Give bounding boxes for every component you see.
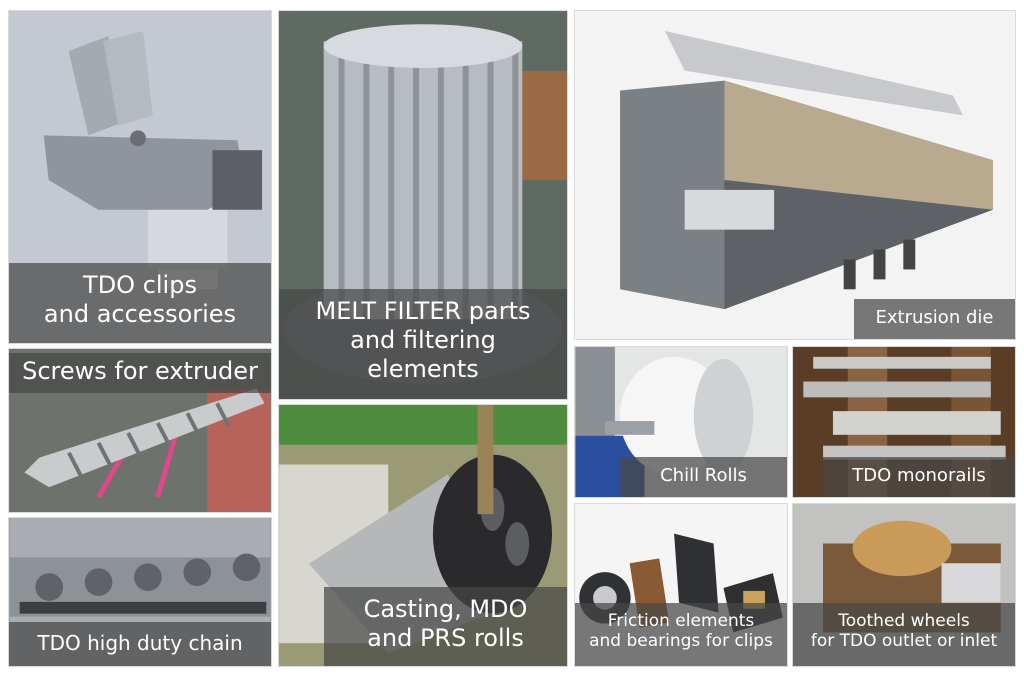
melt-filter-line1: MELT FILTER parts (315, 297, 531, 325)
extrusion-die-image (575, 11, 1015, 339)
screws-label: Screws for extruder (22, 357, 258, 385)
friction-caption: Friction elements and bearings for clips (575, 603, 787, 666)
melt-filter-line3: elements (367, 354, 479, 383)
tile-chill-rolls[interactable]: Chill Rolls (574, 346, 788, 498)
tile-extrusion-die[interactable]: Extrusion die (574, 10, 1016, 340)
chill-rolls-label: Chill Rolls (660, 465, 747, 486)
tile-tdo-clips[interactable]: TDO clips and accessories (8, 10, 272, 344)
screws-caption: Screws for extruder (9, 353, 271, 393)
tdo-clips-line2: and accessories (43, 299, 237, 328)
tile-toothed-wheels[interactable]: Toothed wheels for TDO outlet or inlet (792, 503, 1016, 667)
tdo-clip-image (9, 11, 271, 343)
tdo-clips-caption: TDO clips and accessories (9, 263, 271, 343)
tdo-clips-line1: TDO clips (83, 271, 197, 299)
tdo-chain-label: TDO high duty chain (37, 631, 243, 655)
casting-rolls-line1: Casting, MDO (363, 595, 528, 623)
tile-friction[interactable]: Friction elements and bearings for clips (574, 503, 788, 667)
extrusion-die-label: Extrusion die (875, 307, 994, 328)
casting-rolls-caption: Casting, MDO and PRS rolls (324, 587, 567, 666)
tile-screws[interactable]: Screws for extruder (8, 348, 272, 513)
friction-line1: Friction elements (607, 611, 755, 631)
toothed-wheels-line2: for TDO outlet or inlet (810, 631, 998, 652)
toothed-wheels-line1: Toothed wheels (838, 611, 970, 631)
friction-line2: and bearings for clips (589, 631, 773, 652)
tile-casting-rolls[interactable]: Casting, MDO and PRS rolls (278, 404, 568, 667)
chill-rolls-caption: Chill Rolls (620, 457, 787, 497)
tile-tdo-chain[interactable]: TDO high duty chain (8, 517, 272, 667)
tile-tdo-monorails[interactable]: TDO monorails (792, 346, 1016, 498)
melt-filter-line2: and filtering (350, 325, 496, 354)
tdo-chain-caption: TDO high duty chain (9, 622, 271, 666)
extrusion-die-caption: Extrusion die (854, 299, 1015, 339)
tdo-monorails-label: TDO monorails (852, 465, 986, 486)
casting-rolls-line2: and PRS rolls (367, 623, 524, 652)
melt-filter-caption: MELT FILTER parts and filtering elements (279, 289, 567, 399)
tile-melt-filter[interactable]: MELT FILTER parts and filtering elements (278, 10, 568, 400)
tdo-monorails-caption: TDO monorails (823, 457, 1015, 497)
toothed-wheels-caption: Toothed wheels for TDO outlet or inlet (793, 603, 1015, 666)
